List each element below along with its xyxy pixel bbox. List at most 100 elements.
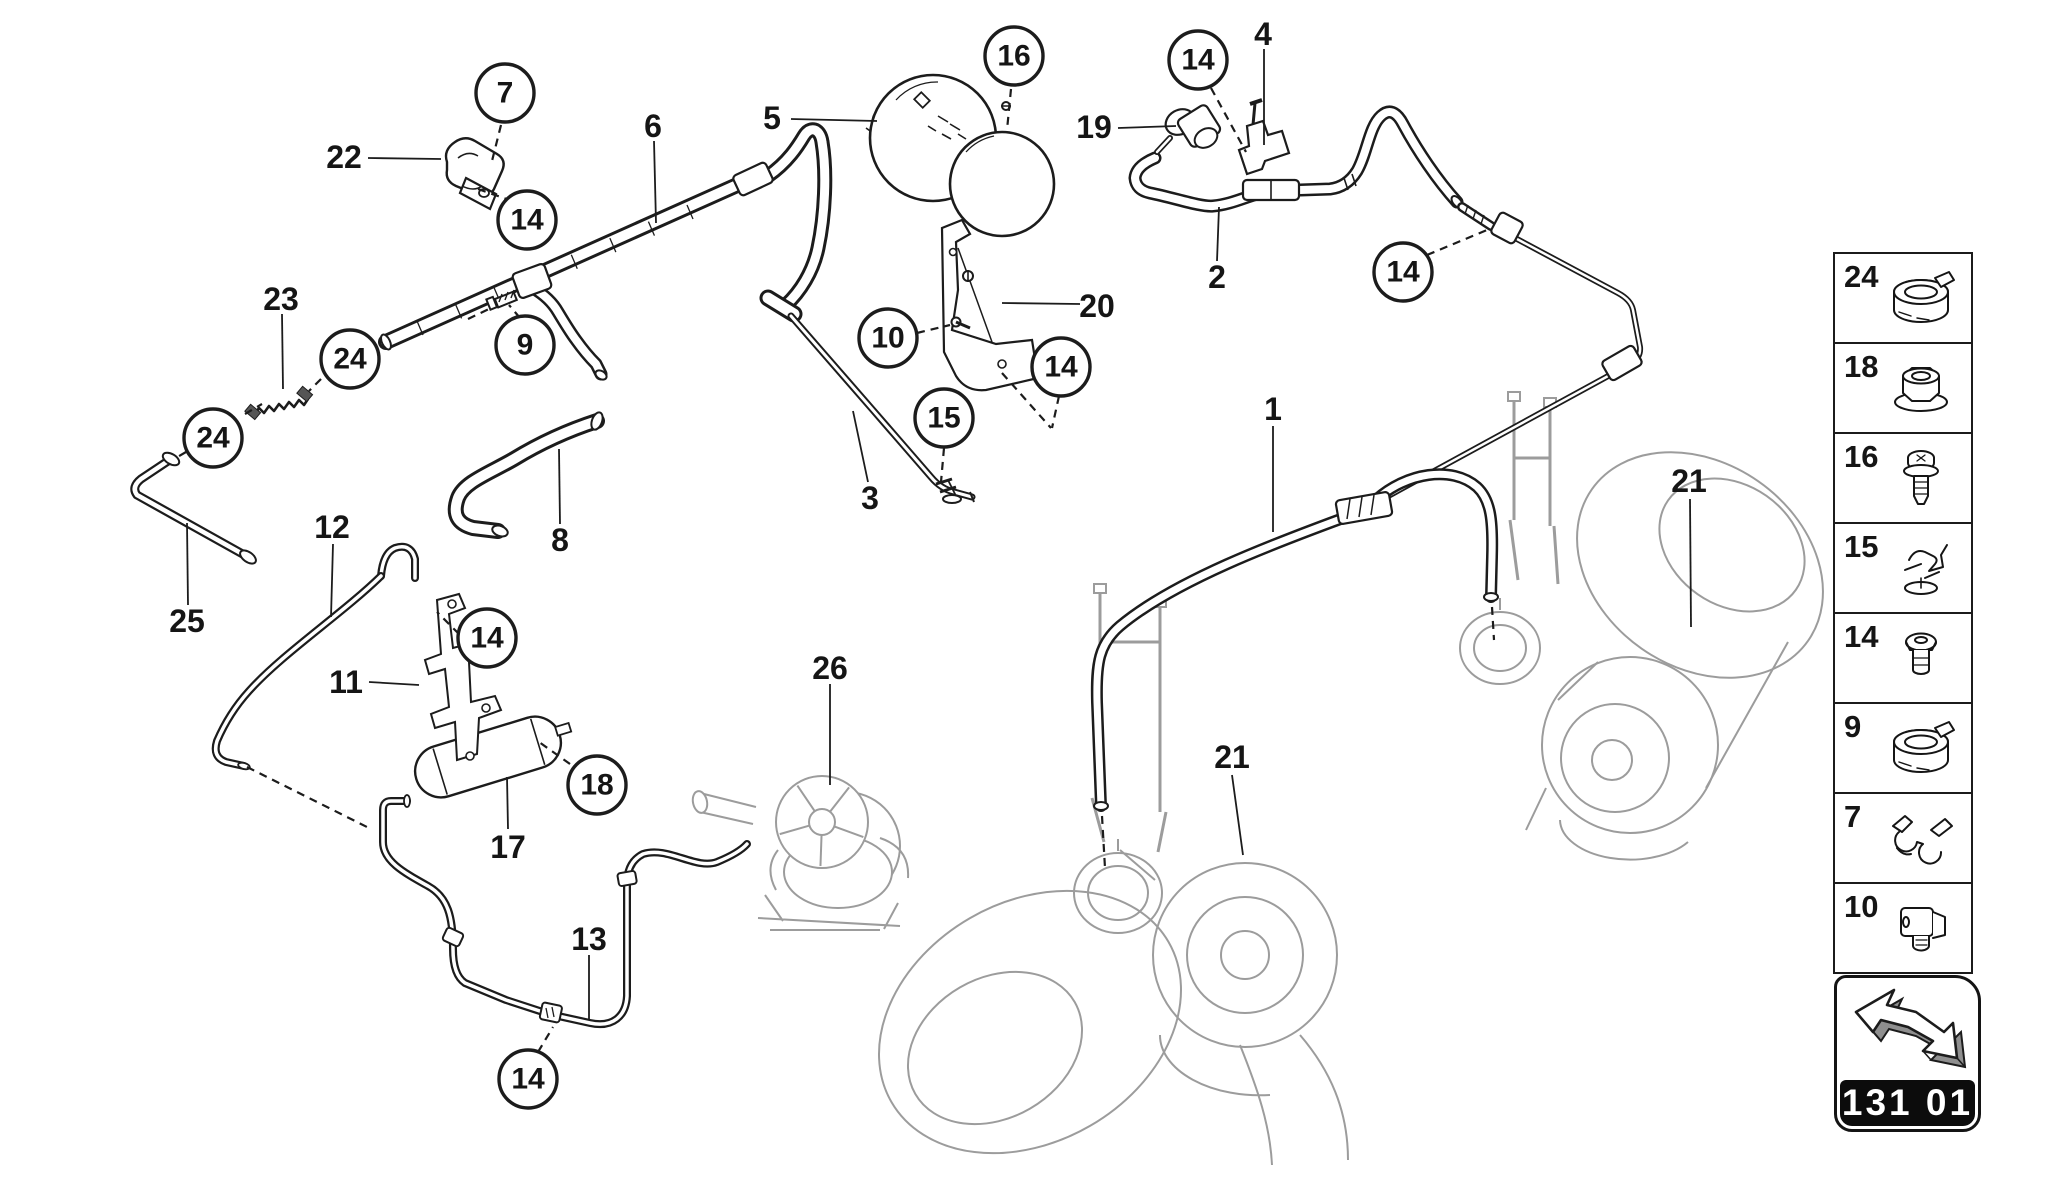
- hose-clamp-icon: [1893, 271, 1955, 323]
- washer-screw-icon: [1903, 450, 1939, 505]
- flange-nut-icon: [1894, 367, 1948, 412]
- section-nav-button[interactable]: 131 01: [1834, 975, 1981, 1132]
- svg-text:14: 14: [511, 1063, 545, 1096]
- hose-assembly-6: [378, 122, 833, 381]
- part-label-3[interactable]: 3: [861, 480, 879, 516]
- vacuum-line-1: [1090, 211, 1644, 812]
- part-label-21[interactable]: 21: [1671, 463, 1707, 499]
- legend-item-number: 15: [1844, 529, 1879, 564]
- part-label-11[interactable]: 11: [329, 664, 363, 700]
- callout-16[interactable]: 16: [983, 25, 1045, 87]
- svg-text:2: 2: [1208, 259, 1226, 295]
- legend-item-number: 24: [1844, 259, 1879, 294]
- svg-text:24: 24: [196, 422, 230, 455]
- turbocharger-right: [1459, 391, 1824, 861]
- svg-text:12: 12: [314, 509, 350, 545]
- callout-14[interactable]: 14: [1030, 336, 1092, 398]
- legend-item-9[interactable]: 9: [1835, 704, 1971, 794]
- callout-14[interactable]: 14: [1372, 241, 1434, 303]
- hose-8: [447, 411, 605, 539]
- part-label-2[interactable]: 2: [1208, 259, 1226, 295]
- part-label-25[interactable]: 25: [169, 603, 205, 639]
- valve-icon: [1900, 907, 1946, 952]
- svg-text:14: 14: [1386, 256, 1420, 289]
- back-arrow-icon: [1840, 982, 1975, 1087]
- solenoid-valve-19: [1154, 104, 1222, 155]
- legend-item-number: 18: [1844, 349, 1879, 384]
- hose-clamp-icon: [1893, 721, 1955, 773]
- clip-22: [444, 137, 505, 211]
- svg-text:20: 20: [1079, 288, 1115, 324]
- context-parts: [691, 391, 1824, 1166]
- svg-text:6: 6: [644, 108, 662, 144]
- clip-15: [935, 477, 962, 504]
- pan-screw-icon: [1905, 632, 1937, 675]
- legend-item-number: 14: [1844, 619, 1879, 654]
- callout-14[interactable]: 14: [456, 607, 518, 669]
- svg-text:26: 26: [812, 650, 848, 686]
- legend-item-18[interactable]: 18: [1835, 344, 1971, 434]
- svg-text:16: 16: [997, 40, 1030, 73]
- part-label-6[interactable]: 6: [644, 108, 662, 144]
- turbocharger-left: [878, 583, 1349, 1166]
- part-label-20[interactable]: 20: [1079, 288, 1115, 324]
- svg-text:1: 1: [1264, 391, 1282, 427]
- svg-text:21: 21: [1214, 739, 1250, 775]
- part-label-21[interactable]: 21: [1214, 739, 1250, 775]
- callout-15[interactable]: 15: [913, 387, 975, 449]
- pipe-13: [379, 794, 751, 1029]
- legend-item-14[interactable]: 14: [1835, 614, 1971, 704]
- svg-text:7: 7: [497, 77, 514, 110]
- svg-text:15: 15: [927, 402, 960, 435]
- svg-text:11: 11: [329, 664, 363, 700]
- legend-item-10[interactable]: 10: [1835, 884, 1971, 972]
- legend-item-24[interactable]: 24: [1835, 254, 1971, 344]
- part-label-22[interactable]: 22: [326, 139, 362, 175]
- damper-17: [413, 715, 573, 799]
- part-label-1[interactable]: 1: [1264, 391, 1282, 427]
- svg-text:22: 22: [326, 139, 362, 175]
- bracket-20: [940, 218, 1040, 392]
- part-label-19[interactable]: 19: [1076, 109, 1112, 145]
- legend-item-number: 10: [1844, 889, 1879, 924]
- svg-text:18: 18: [580, 769, 613, 802]
- callout-7[interactable]: 7: [474, 62, 536, 124]
- svg-text:14: 14: [470, 622, 504, 655]
- callout-24[interactable]: 24: [319, 328, 381, 390]
- spring-clip-icon: [1904, 544, 1948, 595]
- part-label-12[interactable]: 12: [314, 509, 350, 545]
- part-label-13[interactable]: 13: [571, 921, 607, 957]
- legend-item-number: 16: [1844, 439, 1879, 474]
- callout-24[interactable]: 24: [182, 407, 244, 469]
- section-code: 131 01: [1840, 1080, 1975, 1126]
- pipe-25: [130, 451, 257, 565]
- callout-14[interactable]: 14: [497, 1048, 559, 1110]
- svg-text:14: 14: [1181, 44, 1215, 77]
- callout-18[interactable]: 18: [566, 754, 628, 816]
- svg-text:13: 13: [571, 921, 607, 957]
- svg-text:4: 4: [1254, 16, 1272, 52]
- leader-lines: [186, 49, 1692, 1019]
- part-label-8[interactable]: 8: [551, 522, 569, 558]
- svg-text:10: 10: [871, 322, 904, 355]
- part-label-5[interactable]: 5: [763, 100, 781, 136]
- part-label-17[interactable]: 17: [490, 829, 526, 865]
- svg-text:9: 9: [517, 329, 534, 362]
- clamp-screw-9: [485, 289, 519, 311]
- part-label-26[interactable]: 26: [812, 650, 848, 686]
- callout-14[interactable]: 14: [496, 189, 558, 251]
- callout-10[interactable]: 10: [857, 307, 919, 369]
- part-label-23[interactable]: 23: [263, 281, 299, 317]
- callout-14[interactable]: 14: [1167, 29, 1229, 91]
- pipe-12: [211, 542, 419, 771]
- legend-item-15[interactable]: 15: [1835, 524, 1971, 614]
- legend-item-16[interactable]: 16: [1835, 434, 1971, 524]
- air-pump-body: [691, 775, 910, 931]
- legend-item-7[interactable]: 7: [1835, 794, 1971, 884]
- svg-text:19: 19: [1076, 109, 1112, 145]
- mount-stud-10: [950, 316, 971, 330]
- part-label-4[interactable]: 4: [1254, 16, 1272, 52]
- callout-9[interactable]: 9: [494, 314, 556, 376]
